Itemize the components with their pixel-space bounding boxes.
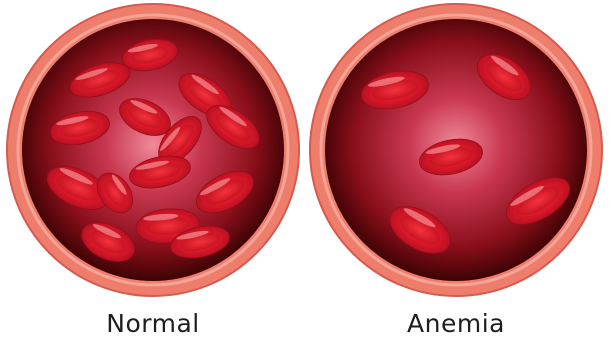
normal-label: Normal <box>53 308 253 340</box>
anemia-label: Anemia <box>356 308 556 340</box>
anemia-vessel-illustration <box>302 0 609 300</box>
normal-vessel-illustration <box>0 0 302 300</box>
